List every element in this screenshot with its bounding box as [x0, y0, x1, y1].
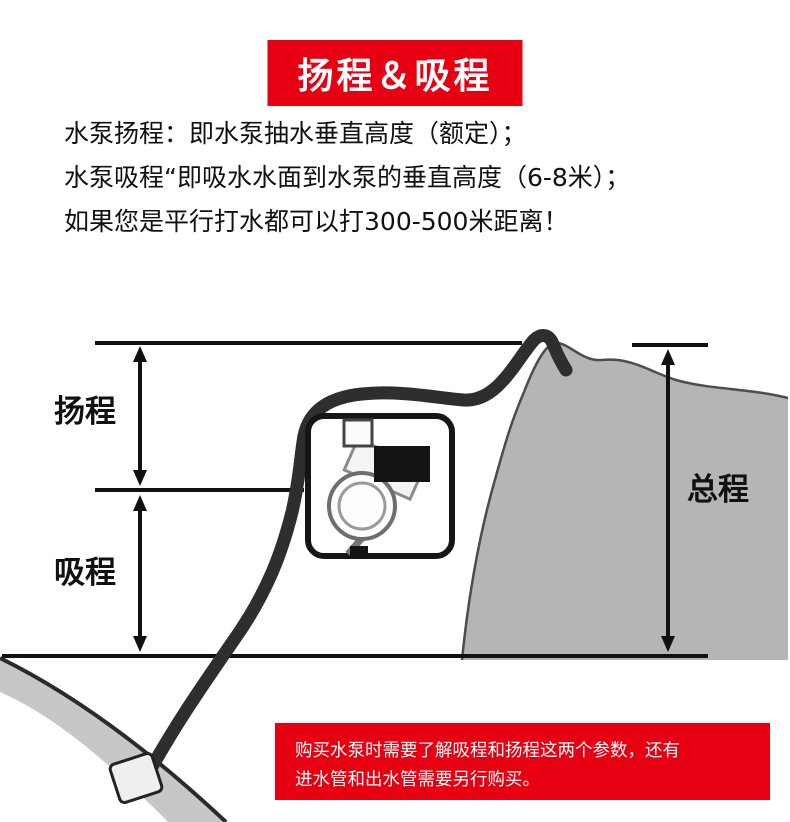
page-title: 扬程＆吸程: [297, 56, 493, 97]
lift-arrow: [133, 346, 147, 486]
title-banner: 扬程＆吸程: [267, 40, 523, 106]
pipe: [141, 329, 573, 781]
note-line-1: 购买水泵时需要了解吸程和扬程这两个参数，还有: [295, 741, 680, 761]
pump-inlet-stub: [342, 418, 374, 448]
total-label: 总程: [687, 472, 749, 508]
purchase-note: 购买水泵时需要了解吸程和扬程这两个参数，还有 进水管和出水管需要另行购买。: [275, 723, 770, 800]
water-bank-edge: [0, 656, 228, 822]
suction-label: 吸程: [54, 555, 116, 591]
pump-volute-inner: [337, 481, 387, 531]
note-line-2: 进水管和出水管需要另行购买。: [295, 769, 540, 790]
intro-line-3: 如果您是平行打水都可以打300-500米距离！: [64, 207, 569, 236]
total-arrow: [661, 349, 675, 652]
pump-motor: [374, 446, 430, 482]
foot-valve: [108, 751, 164, 805]
suction-arrow: [133, 495, 147, 652]
intro-line-1: 水泵扬程：即水泵抽水垂直高度（额定）；: [64, 119, 527, 148]
intro-line-2: 水泵吸程“即吸水水面到水泵的垂直高度（6-8米）；: [64, 163, 631, 192]
intro-text: 水泵扬程：即水泵抽水垂直高度（额定）； 水泵吸程“即吸水水面到水泵的垂直高度（6…: [64, 112, 760, 244]
terrain-hill: [462, 343, 788, 660]
pump-base-tab: [350, 546, 368, 559]
pump-unit: [305, 413, 455, 559]
lift-label: 扬程: [54, 394, 116, 430]
pump-diagram: 扬程 吸程 总程: [0, 329, 789, 822]
water-bank: [0, 658, 226, 822]
